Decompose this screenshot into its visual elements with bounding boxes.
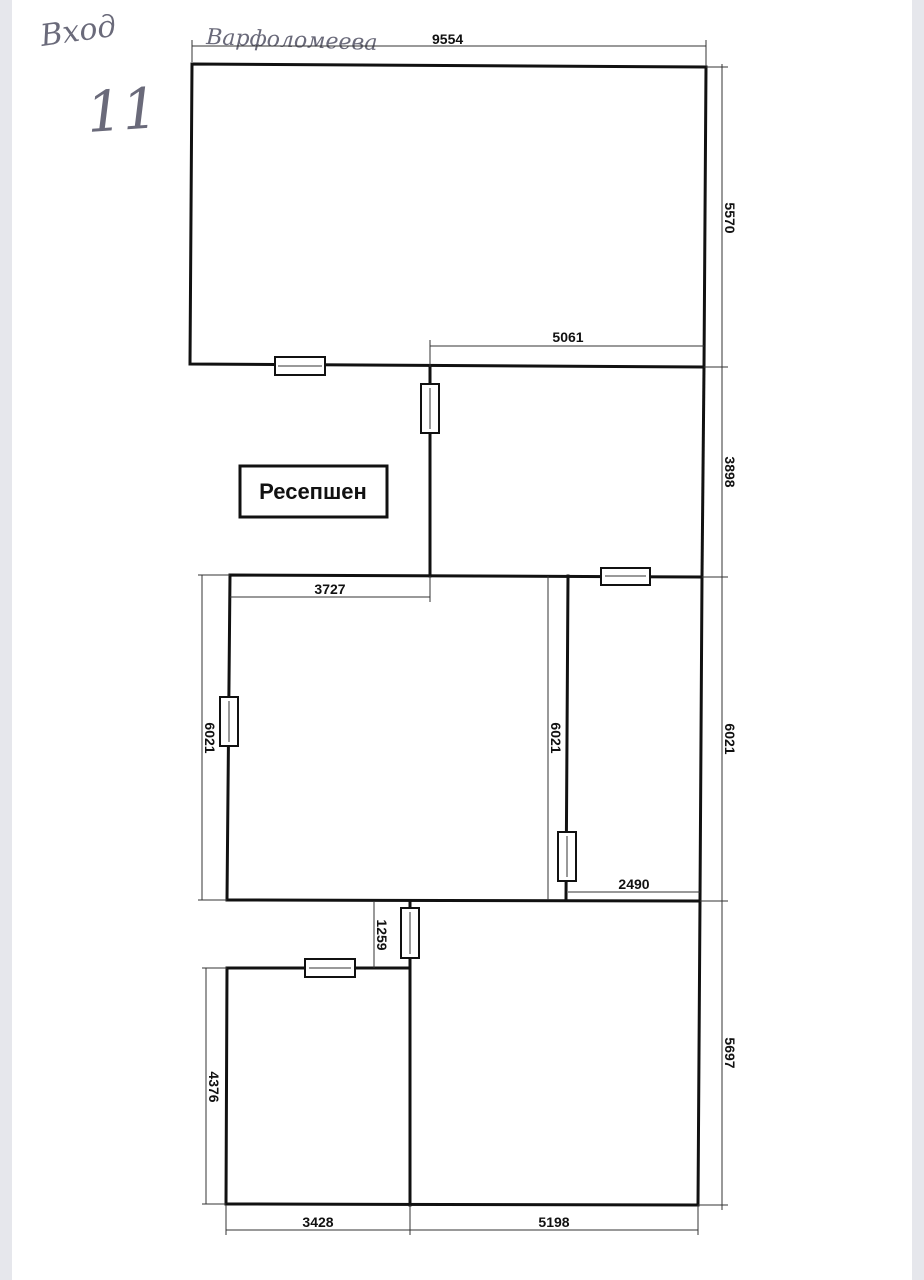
entrance-note: Вход bbox=[37, 9, 118, 54]
dim-mid-room-width: 3727 bbox=[314, 581, 345, 597]
reception-label: Ресепшен bbox=[259, 479, 367, 504]
street-name: Варфоломеева bbox=[205, 25, 378, 56]
dim-top-width: 9554 bbox=[432, 31, 463, 47]
dim-bottom-right-height: 5697 bbox=[722, 1037, 738, 1068]
top-room-walls bbox=[188, 62, 708, 369]
dim-mid-right-height: 6021 bbox=[722, 723, 738, 754]
dim-bottom-left-height: 4376 bbox=[206, 1071, 222, 1102]
dim-line-corridor-width bbox=[429, 340, 704, 367]
dim-offset-small: 1259 bbox=[374, 919, 390, 950]
dim-corridor-height: 3898 bbox=[722, 456, 738, 487]
dim-line-bottom-left-height bbox=[202, 967, 227, 1205]
dim-line-mid-left bbox=[198, 574, 230, 901]
dim-mid-left-height: 6021 bbox=[202, 722, 218, 753]
entrance-number: 11 bbox=[84, 76, 160, 146]
dim-line-right-column bbox=[698, 64, 728, 1210]
dim-mid-right-width: 2490 bbox=[618, 876, 649, 892]
floor-plan: Вход 11 Варфоломеева Ресепшен 9554 5570 … bbox=[37, 9, 738, 1235]
dim-line-bottom-widths bbox=[225, 1205, 699, 1235]
dim-top-room-height: 5570 bbox=[722, 202, 738, 233]
dim-line-top-width bbox=[191, 40, 707, 66]
dim-bottom-right-width: 5198 bbox=[538, 1214, 569, 1230]
bottom-block-walls bbox=[224, 899, 702, 1207]
floor-plan-sheet: Вход 11 Варфоломеева Ресепшен 9554 5570 … bbox=[12, 0, 912, 1280]
corridor-right-wall bbox=[700, 365, 706, 579]
middle-block-walls bbox=[225, 573, 704, 903]
dim-mid-inner-height: 6021 bbox=[548, 722, 564, 753]
dim-corridor-width: 5061 bbox=[552, 329, 583, 345]
dim-line-mid-room-width bbox=[230, 576, 431, 602]
dim-bottom-left-width: 3428 bbox=[302, 1214, 333, 1230]
reception-label-box bbox=[238, 464, 389, 519]
